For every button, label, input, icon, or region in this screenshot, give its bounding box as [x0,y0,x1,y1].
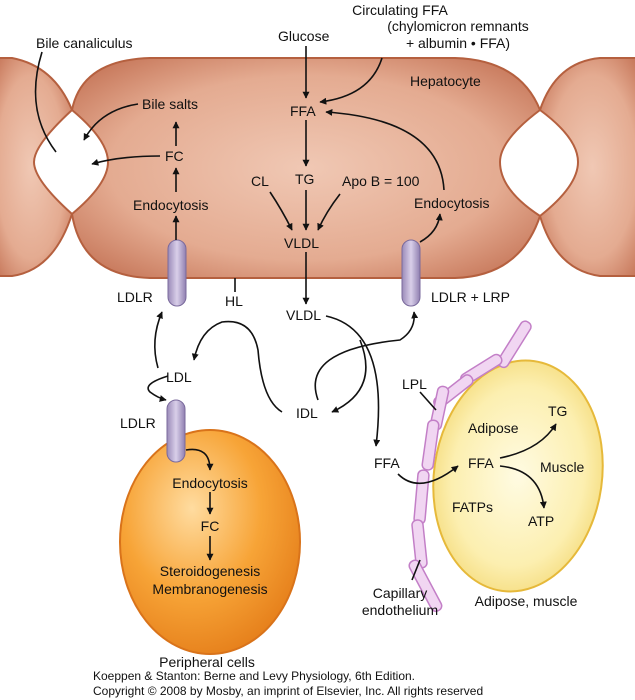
left-hepatocyte [0,57,74,277]
arrow-endo-ffa [325,108,445,191]
endocytosis-right-label: Endocytosis [414,195,489,211]
arrow-circ-ffa [319,57,383,105]
arrow-vldl-to-ffa [325,315,381,447]
arrow-receptor-endo-right [419,213,443,243]
hepatocyte-label: Hepatocyte [410,73,481,89]
fc-liver-label: FC [165,148,184,164]
arrows [34,46,557,581]
ldlr-liver-label: LDLR [117,289,153,305]
fatps-label: FATPs [452,499,493,515]
arrow-cl-vldl [269,191,293,231]
adipose-muscle-cell [432,359,604,593]
ldlr-receptor-liver [167,239,187,307]
caption-line1: Koeppen & Stanton: Berne and Levy Physio… [93,669,415,683]
pointer-lpl [419,391,437,411]
tg-liver-label: TG [295,171,314,187]
adipose-muscle-label: Adipose, muscle [475,593,578,609]
bile-canaliculus-label: Bile canaliculus [36,35,133,51]
membranogenesis-label: Membranogenesis [152,581,267,597]
capillary-label-line1: Capillary [373,585,427,601]
arrow-idl-lrp [314,311,419,401]
arrow-vldl-idl [331,339,367,413]
vldl-plasma-label: VLDL [286,307,321,323]
receptors [167,239,421,307]
atp-label: ATP [528,513,554,529]
ldlr-lrp-receptor [401,239,421,307]
steroidogenesis-label: Steroidogenesis [160,563,260,579]
vldl-inner-label: VLDL [284,235,319,251]
cl-label: CL [251,173,269,189]
arrow-apob-vldl [317,193,341,231]
tg-adipose-label: TG [548,403,567,419]
right-hepatocyte [538,57,635,277]
arrow-peri-receptor-endo [185,448,214,471]
peripheral-cells-label: Peripheral cells [159,654,255,670]
bile-salts-label: Bile salts [142,96,198,112]
arrow-idl-ldl [191,320,283,413]
labels: Bile canaliculus Bile salts FC Endocytos… [36,2,585,698]
arrow-ldl-liver [154,311,163,369]
arrow-ldl-peripheral [147,375,169,402]
arrow-ffa-atp [499,465,547,509]
pointer-capillary [411,559,421,581]
caption-line2: Copyright © 2008 by Mosby, an imprint of… [93,684,483,698]
peri-fc-label: FC [201,518,220,534]
capillary-endothelium [408,320,532,613]
arrow-bile-canaliculus [34,51,57,153]
lpl-label: LPL [402,376,427,392]
apo-b-label: Apo B = 100 [342,173,420,189]
ldl-label: LDL [166,369,192,385]
ffa-plasma-label: FFA [374,455,400,471]
glucose-label: Glucose [278,28,330,44]
ldlr-peripheral-label: LDLR [120,415,156,431]
hepatocyte-band [0,57,635,279]
arrow-ffa-into-adipose [397,465,459,485]
ldlr-lrp-label: LDLR + LRP [431,289,510,305]
hl-label: HL [225,293,243,309]
capillary-label-line2: endothelium [362,602,438,618]
arrow-bile-salts-out [83,103,139,141]
idl-label: IDL [296,405,318,421]
circ-ffa-line2: (chylomicron remnants [387,18,529,34]
arrow-fc-out [91,155,161,166]
peri-endocytosis-label: Endocytosis [172,475,247,491]
adipose-inner-label: Adipose [468,420,519,436]
circ-ffa-line3: + albumin • FFA) [406,35,510,51]
ffa-adipose-label: FFA [468,455,494,471]
endocytosis-left-label: Endocytosis [133,197,208,213]
ffa-liver-label: FFA [290,103,316,119]
circ-ffa-line1: Circulating FFA [352,2,448,18]
arrow-ffa-tg-adipose [499,423,557,459]
adipose-cell-body [432,359,604,593]
ldlr-receptor-peripheral [166,399,186,463]
muscle-label: Muscle [540,459,585,475]
